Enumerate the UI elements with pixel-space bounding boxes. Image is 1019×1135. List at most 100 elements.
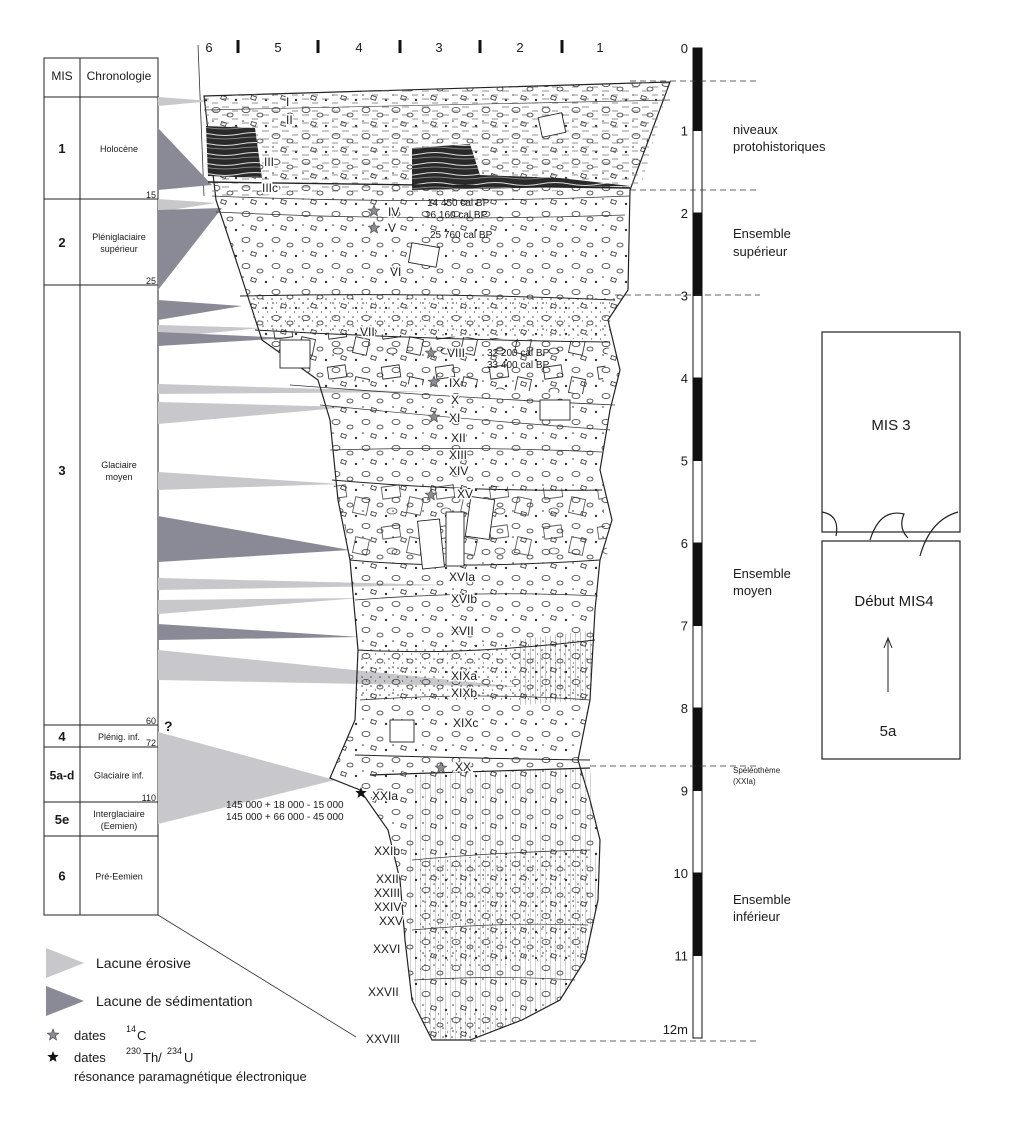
speleotheme-2: (XXIa) bbox=[733, 777, 756, 786]
layer-label-ix: IX bbox=[449, 376, 460, 390]
section-column-3: 3 bbox=[435, 40, 442, 55]
depth-scale-segment bbox=[692, 295, 703, 379]
chronology-label: Holocène bbox=[100, 144, 138, 154]
layer-label-xxviii: XXVIII bbox=[366, 1032, 400, 1046]
c14-date-star-icon bbox=[424, 488, 438, 501]
legend-resonance: résonance paramagnétique électronique bbox=[74, 1069, 307, 1084]
layer-label-xx: XX bbox=[455, 760, 471, 774]
depth-label-1: 1 bbox=[681, 124, 688, 139]
layer-label-xxv: XXV bbox=[379, 914, 403, 928]
depth-label-0: 0 bbox=[681, 41, 688, 56]
legend-dates-uth: dates bbox=[74, 1050, 106, 1065]
layer-label-i: I bbox=[286, 95, 289, 109]
c14-date-star-icon bbox=[427, 375, 441, 388]
sedimentation-gap-wedge bbox=[158, 332, 290, 346]
depth-scale-segment bbox=[692, 212, 703, 296]
boundary-age: 72 bbox=[146, 738, 156, 748]
legend-th-sup1: 230 bbox=[126, 1046, 141, 1056]
depth-label-7: 7 bbox=[681, 619, 688, 634]
chronology-table: MIS Chronologie bbox=[43, 57, 159, 916]
layer-label-xiii: XIII bbox=[449, 448, 467, 462]
layer-xix-hatch bbox=[515, 630, 595, 705]
depth-scale-segment bbox=[692, 625, 703, 709]
layer-viii-fill bbox=[258, 330, 610, 395]
ensemble-superieur-2: supérieur bbox=[733, 244, 788, 259]
sedimentation-gap-wedge bbox=[158, 624, 360, 640]
c14-date-star-icon bbox=[367, 221, 381, 234]
depth-scale-segment bbox=[692, 542, 703, 626]
layer-label-vi: VI bbox=[390, 265, 401, 279]
section-column-6: 6 bbox=[205, 40, 212, 55]
legend-c14-base: C bbox=[137, 1028, 146, 1043]
header-mis: MIS bbox=[51, 69, 72, 83]
erosive-gap-wedge bbox=[158, 472, 340, 490]
layer-vii-fill bbox=[250, 295, 615, 340]
mis-stage-4: 4 bbox=[58, 729, 66, 744]
column-tick bbox=[398, 40, 402, 53]
mis3-label: MIS 3 bbox=[871, 417, 910, 434]
column-tick bbox=[316, 40, 320, 53]
layer-label-v: V bbox=[388, 221, 396, 235]
hiatus-wedges bbox=[158, 97, 520, 824]
legend-dates-c14: dates bbox=[74, 1028, 106, 1043]
depth-scale-segment bbox=[692, 377, 703, 461]
depth-label-3: 3 bbox=[681, 289, 688, 304]
chronology-label: Interglaciaire bbox=[93, 809, 145, 819]
layer-label-xixa: XIXa bbox=[451, 669, 477, 683]
erosive-gap-swatch bbox=[46, 948, 84, 978]
mis-stage-5a-d: 5a-d bbox=[50, 769, 75, 783]
chronology-label: supérieur bbox=[100, 244, 138, 254]
depth-label-9: 9 bbox=[681, 784, 688, 799]
depth-scale-segment bbox=[692, 47, 703, 131]
layer-iii-dark-right bbox=[412, 144, 630, 190]
star-gray-icon bbox=[46, 1028, 60, 1041]
header-chronology: Chronologie bbox=[87, 69, 152, 83]
erosive-gap-wedge bbox=[158, 578, 450, 590]
sedimentation-gap-wedge bbox=[158, 208, 222, 290]
depth-scale-segment bbox=[692, 790, 703, 874]
depth-label-2: 2 bbox=[681, 206, 688, 221]
layer-label-xi: XI bbox=[449, 411, 460, 425]
chronology-label: (Eemien) bbox=[101, 821, 138, 831]
depth-scale-segment bbox=[692, 707, 703, 791]
boundary-age: 15 bbox=[146, 190, 156, 200]
erosive-gap-wedge bbox=[158, 402, 350, 424]
layer-label-xxii: XXII bbox=[376, 872, 399, 886]
layer-label-xii: XII bbox=[451, 431, 466, 445]
column-tick bbox=[478, 40, 482, 53]
layer-label-xxib: XXIb bbox=[374, 844, 400, 858]
boundary-age: 25 bbox=[146, 276, 156, 286]
ensemble-proto-1: niveaux bbox=[733, 122, 778, 137]
layer-label-xiv: XIV bbox=[449, 464, 468, 478]
uth-date-star-icon bbox=[355, 787, 367, 798]
chronology-label: Glaciaire bbox=[101, 460, 137, 470]
depth-label-8: 8 bbox=[681, 701, 688, 716]
depth-label-6: 6 bbox=[681, 536, 688, 551]
erosive-gap-wedge bbox=[158, 732, 335, 824]
ensemble-labels: niveaux protohistoriques Ensemble supéri… bbox=[733, 122, 826, 924]
wave-boundary-icon bbox=[821, 511, 959, 557]
mis-stage-5e: 5e bbox=[55, 812, 69, 827]
boundary-age: 110 bbox=[142, 793, 156, 803]
c14-date-star-icon bbox=[427, 410, 441, 423]
legend-th-base2: U bbox=[184, 1050, 193, 1065]
section-left-wall bbox=[197, 44, 205, 197]
layer-label-xxia: XXIa bbox=[372, 789, 398, 803]
mis-stage-2: 2 bbox=[58, 235, 65, 250]
layer-label-iiic: IIIc bbox=[262, 181, 278, 195]
ensemble-boundaries bbox=[470, 80, 760, 1042]
mis4-box bbox=[821, 540, 961, 760]
layer-label-viii: VIII bbox=[447, 346, 465, 360]
layer-label-xvii: XVII bbox=[451, 624, 474, 638]
ensemble-inferieur-2: inférieur bbox=[733, 909, 781, 924]
layer-label-xxiii: XXIII bbox=[374, 886, 400, 900]
depth-scale-segment bbox=[692, 460, 703, 544]
erosive-gap-wedge bbox=[158, 598, 360, 614]
chronology-label: Pléniglaciaire bbox=[92, 232, 146, 242]
sedimentation-gap-swatch bbox=[46, 986, 84, 1016]
column-tick bbox=[560, 40, 564, 53]
depth-label-11: 11 bbox=[675, 949, 689, 964]
lower-dots bbox=[420, 850, 590, 970]
